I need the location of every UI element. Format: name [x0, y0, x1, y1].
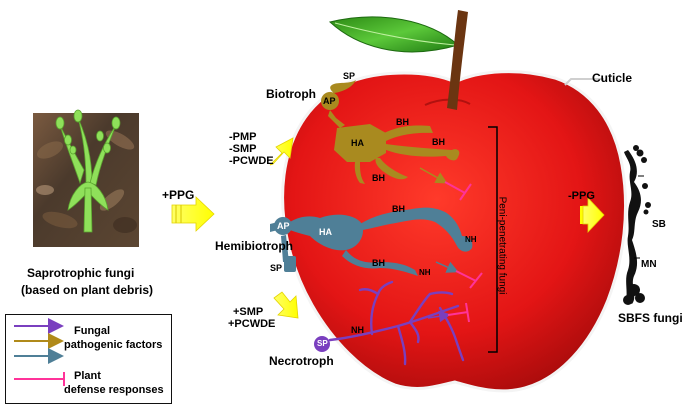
legend-plant-line1: Plant — [74, 370, 101, 382]
hemibiotroph-ha-label: HA — [319, 227, 332, 237]
biotroph-factor-1: -PMP — [229, 131, 257, 143]
arrow-biotroph-factors — [269, 137, 294, 166]
legend: Fungal pathogenic factors Plant defense … — [5, 314, 172, 404]
hemibiotroph-bh-label-2: BH — [372, 258, 385, 268]
biotroph-sp-label: SP — [343, 71, 356, 81]
legend-swatches — [14, 318, 65, 386]
hemibiotroph-fungus — [270, 207, 473, 276]
saprotrophic-subtitle: (based on plant debris) — [21, 283, 154, 297]
saprotrophic-photo — [33, 109, 139, 247]
hemibiotroph-nh-label-1: NH — [465, 235, 477, 244]
hemibiotroph-nh-label-2: NH — [419, 268, 431, 277]
sbfs-colony — [624, 150, 641, 304]
mn-label: MN — [641, 259, 657, 270]
necrotroph-fungus — [328, 280, 465, 366]
plus-ppg-label: +PPG — [162, 188, 195, 202]
necrotroph-factor-arrow — [427, 310, 451, 323]
defense-hemibiotroph — [455, 270, 483, 289]
hemibiotroph-ap-label: AP — [277, 221, 290, 231]
biotroph-factor-3: -PCWDE — [229, 155, 274, 167]
legend-plant-line2: defense responses — [64, 384, 164, 396]
sbfs-label: SBFS fungi — [618, 311, 683, 325]
minus-ppg-label: -PPG — [568, 190, 595, 202]
peni-penetrating-label: Peni-penetrating fungi — [496, 196, 508, 295]
hemibiotroph-label: Hemibiotroph — [215, 239, 293, 253]
biotroph-ha-label: HA — [351, 138, 364, 148]
necrotroph-factor-1: +SMP — [233, 306, 264, 318]
arrow-plus-ppg — [171, 196, 215, 232]
hemibiotroph-sp-label: SP — [270, 263, 283, 273]
cuticle-label: Cuticle — [592, 71, 633, 85]
biotroph-factor-2: -SMP — [229, 143, 257, 155]
apple-leaf — [328, 16, 460, 53]
necrotroph-sp — [314, 336, 330, 352]
biotroph-bh-label-3: BH — [372, 173, 385, 183]
hemibiotroph-factor-arrow — [435, 261, 459, 273]
necrotroph-sp-label: SP — [317, 339, 328, 348]
legend-fungal-line1: Fungal — [74, 325, 111, 337]
biotroph-fungus — [321, 80, 460, 184]
hemibiotroph-bh-label-1: BH — [392, 204, 405, 214]
cuticle-leader — [564, 78, 604, 86]
necrotroph-label: Necrotroph — [269, 354, 334, 368]
biotroph-ap-label: AP — [323, 96, 336, 106]
necrotroph-factor-2: +PCWDE — [228, 318, 276, 330]
legend-fungal-line2: pathogenic factors — [64, 339, 163, 351]
saprotrophic-title: Saprotrophic fungi — [27, 266, 135, 280]
biotroph-bh-label-2: BH — [432, 137, 445, 147]
arrow-necrotroph-factors — [273, 291, 299, 319]
defense-biotroph — [444, 181, 472, 201]
necrotroph-nh-label: NH — [351, 325, 364, 335]
biotroph-factor-arrow — [419, 167, 448, 184]
defense-necrotroph — [447, 302, 470, 323]
apple-stem — [447, 10, 468, 110]
biotroph-label: Biotroph — [266, 87, 316, 101]
sb-label: SB — [652, 219, 666, 230]
peni-bracket — [488, 126, 498, 353]
arrow-minus-ppg — [580, 196, 605, 234]
biotroph-bh-label-1: BH — [396, 117, 409, 127]
